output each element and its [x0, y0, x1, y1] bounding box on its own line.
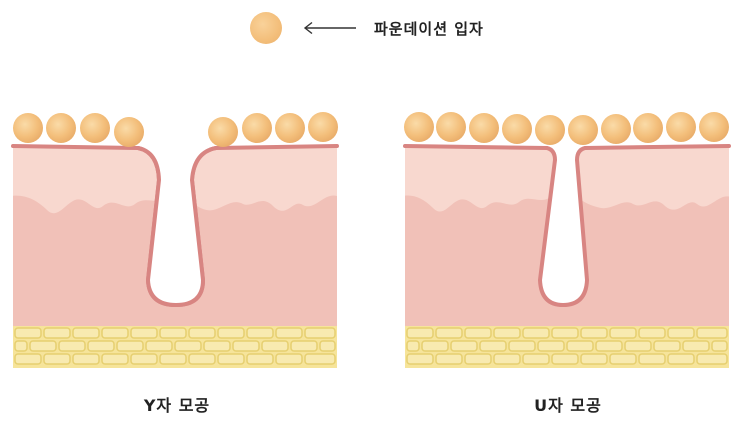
- legend-label: 파운데이션 입자: [374, 19, 484, 38]
- y-pore-caption: Y자 모공: [143, 396, 211, 415]
- u-pore-diagram: [403, 100, 733, 370]
- arrow-left-icon: [303, 21, 356, 35]
- u-pore-caption: U자 모공: [534, 396, 602, 415]
- legend: 파운데이션 입자: [250, 10, 484, 46]
- y-pore-diagram: [11, 100, 341, 370]
- foundation-particle-icon: [250, 12, 282, 44]
